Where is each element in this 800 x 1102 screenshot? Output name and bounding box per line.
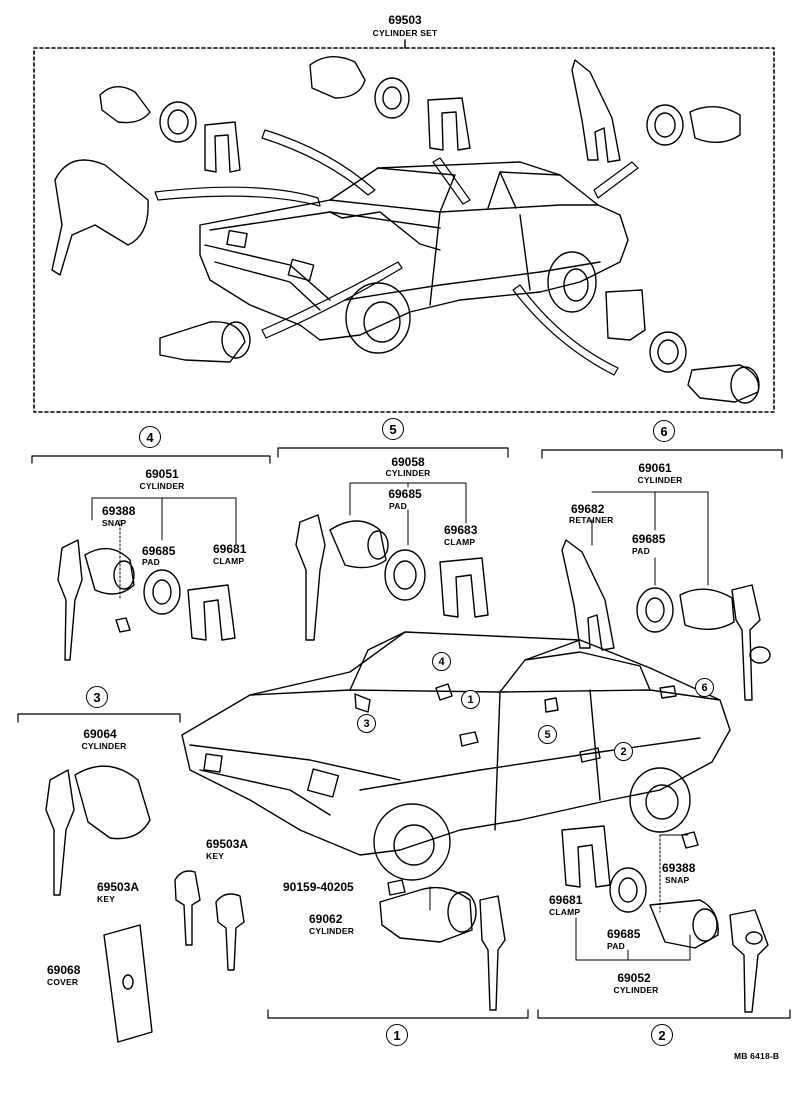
diagram-reference-code: MB 6418-B [734, 1051, 780, 1061]
part-69683-name: CLAMP [444, 537, 476, 547]
part-69683-number: 69683 [444, 523, 478, 537]
part-69685-name: PAD [632, 546, 650, 556]
group-callout-3: 3 [86, 686, 108, 708]
part-69388-number: 69388 [662, 861, 696, 875]
car-callout-5: 5 [538, 725, 557, 744]
part-69503A-name: KEY [97, 894, 116, 904]
part-69388-name: SNAP [665, 875, 690, 885]
part-90159-40205-number: 90159-40205 [283, 880, 354, 894]
car-callout-4: 4 [432, 652, 451, 671]
group-callout-1: 1 [386, 1024, 408, 1046]
part-69052-number: 69052 [617, 971, 651, 985]
part-69058-number: 69058 [391, 455, 425, 469]
part-69681-number: 69681 [549, 893, 583, 907]
part-69068-number: 69068 [47, 963, 81, 977]
part-69682-number: 69682 [571, 502, 605, 516]
car-callout-2: 2 [614, 742, 633, 761]
part-69685-name: PAD [389, 501, 407, 511]
keys-and-cover [103, 870, 245, 1043]
part-69681-name: CLAMP [213, 556, 245, 566]
part-69681-name: CLAMP [549, 907, 581, 917]
group-1-parts [379, 879, 506, 1011]
part-69685-number: 69685 [388, 487, 422, 501]
leader-lines [91, 482, 709, 961]
part-69681-number: 69681 [213, 542, 247, 556]
group-6-parts [561, 539, 771, 701]
part-69503A-name: KEY [206, 851, 225, 861]
part-69388-name: SNAP [102, 518, 127, 528]
part-69685-number: 69685 [632, 532, 666, 546]
part-69685-name: PAD [142, 557, 160, 567]
top-car-illustration [199, 161, 629, 354]
car-callout-6: 6 [695, 678, 714, 697]
part-69051-name: CYLINDER [139, 481, 185, 491]
part-69068-name: COVER [47, 977, 79, 987]
group-5-parts [295, 514, 489, 641]
part-69503A-number: 69503A [97, 880, 140, 894]
top-set-parts [51, 56, 760, 404]
bottom-car-illustration [181, 631, 731, 881]
part-69061-name: CYLINDER [637, 475, 683, 485]
set-part-name: CYLINDER SET [372, 28, 438, 38]
group-callout-6: 6 [653, 420, 675, 442]
part-69685-number: 69685 [142, 544, 176, 558]
part-69685-name: PAD [607, 941, 625, 951]
part-69064-number: 69064 [83, 727, 117, 741]
group-3-parts [45, 765, 151, 896]
group-callout-4: 4 [139, 426, 161, 448]
cylinder-set-frame [33, 39, 775, 413]
part-69064-name: CYLINDER [81, 741, 127, 751]
set-part-number: 69503 [388, 13, 422, 27]
part-69062-number: 69062 [309, 912, 343, 926]
part-69061-number: 69061 [638, 461, 672, 475]
group-brackets [17, 447, 791, 1019]
group-4-parts [57, 539, 236, 661]
part-69388-number: 69388 [102, 504, 136, 518]
group-callout-2: 2 [651, 1024, 673, 1046]
part-69685-number: 69685 [607, 927, 641, 941]
group-callout-5: 5 [382, 418, 404, 440]
part-69058-name: CYLINDER [385, 468, 431, 478]
group-2-parts [561, 825, 769, 1013]
car-callout-1: 1 [461, 690, 480, 709]
top-arrows [154, 129, 639, 376]
part-69062-name: CYLINDER [309, 926, 355, 936]
part-69503A-number: 69503A [206, 837, 249, 851]
part-69682-name: RETAINER [569, 515, 614, 525]
part-69051-number: 69051 [145, 467, 179, 481]
part-69052-name: CYLINDER [613, 985, 659, 995]
car-callout-3: 3 [357, 714, 376, 733]
